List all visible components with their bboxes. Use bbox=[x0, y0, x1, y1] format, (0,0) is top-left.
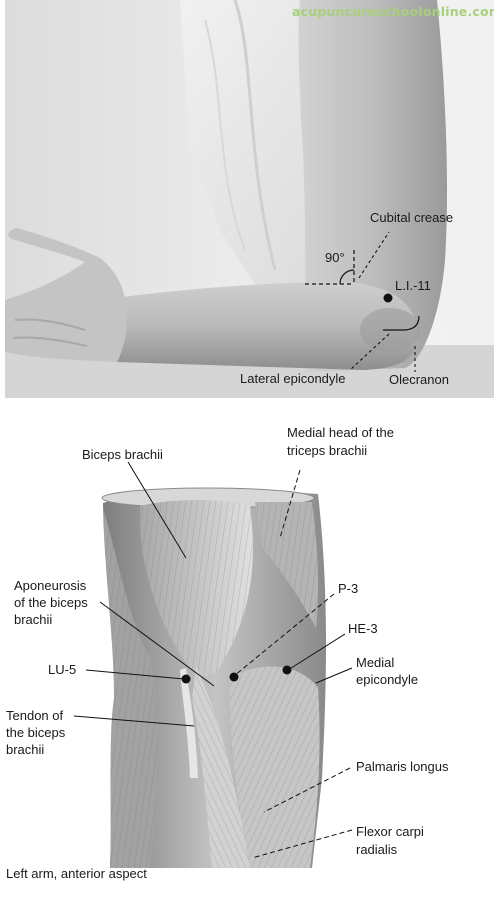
anatomy-illustration-panel: Biceps brachii Medial head of the tricep… bbox=[0, 398, 494, 898]
arm-photo-panel: 90° Cubital crease L.I.-11 Lateral epico… bbox=[5, 0, 494, 398]
palmaris-leader bbox=[263, 767, 351, 813]
p3-point bbox=[229, 672, 239, 682]
watermark-text: acupuncureschoolonline.com bbox=[292, 4, 494, 19]
li11-point bbox=[383, 293, 393, 303]
angle-arc bbox=[339, 269, 355, 285]
hand bbox=[5, 228, 127, 362]
biceps-leader bbox=[127, 461, 187, 559]
flexor-leader bbox=[251, 829, 353, 859]
he3-label: HE-3 bbox=[348, 621, 378, 636]
tendon-label-1: Tendon of bbox=[6, 708, 64, 723]
angle-label: 90° bbox=[325, 250, 345, 265]
lateral-epicondyle-leader bbox=[349, 333, 390, 371]
biceps-brachii-label: Biceps brachii bbox=[82, 447, 163, 462]
biceps-tendon bbox=[180, 668, 198, 778]
flexor-carpi-label-2: radialis bbox=[356, 842, 398, 857]
arm-photo bbox=[5, 0, 494, 398]
lu5-point bbox=[181, 674, 191, 684]
tendon-leader bbox=[73, 715, 195, 727]
aponeurosis-label-3: brachii bbox=[14, 612, 53, 627]
lu5-leader bbox=[85, 669, 185, 680]
triceps-leader bbox=[279, 469, 301, 539]
palmaris-longus-label: Palmaris longus bbox=[356, 759, 449, 774]
figure-caption: Left arm, anterior aspect bbox=[6, 866, 147, 881]
medial-epicondyle-leader bbox=[315, 667, 353, 684]
olecranon-label: Olecranon bbox=[389, 372, 449, 387]
tendon-label-2: the biceps bbox=[6, 725, 66, 740]
p3-leader bbox=[233, 593, 335, 677]
li11-label: L.I.-11 bbox=[395, 278, 431, 293]
he3-leader bbox=[287, 633, 346, 671]
lu5-label: LU-5 bbox=[48, 662, 77, 677]
medial-head-triceps-label-1: Medial head of the bbox=[287, 425, 394, 440]
forearm bbox=[107, 282, 418, 370]
medial-head-triceps-label-2: triceps brachii bbox=[287, 443, 368, 458]
lateral-epicondyle-outline bbox=[383, 315, 420, 331]
anatomy-illustration bbox=[73, 461, 353, 868]
p3-label: P-3 bbox=[338, 581, 359, 596]
cubital-crease-label: Cubital crease bbox=[370, 210, 454, 225]
lateral-epicondyle-label: Lateral epicondyle bbox=[240, 371, 346, 386]
flexor-carpi-label-1: Flexor carpi bbox=[356, 824, 424, 839]
aponeurosis-leader bbox=[99, 601, 215, 687]
medial-epicondyle-label-1: Medial bbox=[356, 655, 395, 670]
medial-epicondyle-label-2: epicondyle bbox=[356, 672, 419, 687]
he3-point bbox=[282, 665, 292, 675]
aponeurosis-label-1: Aponeurosis bbox=[14, 578, 87, 593]
tendon-label-3: brachii bbox=[6, 742, 45, 757]
upper-arm bbox=[298, 0, 448, 372]
aponeurosis-label-2: of the biceps bbox=[14, 595, 88, 610]
